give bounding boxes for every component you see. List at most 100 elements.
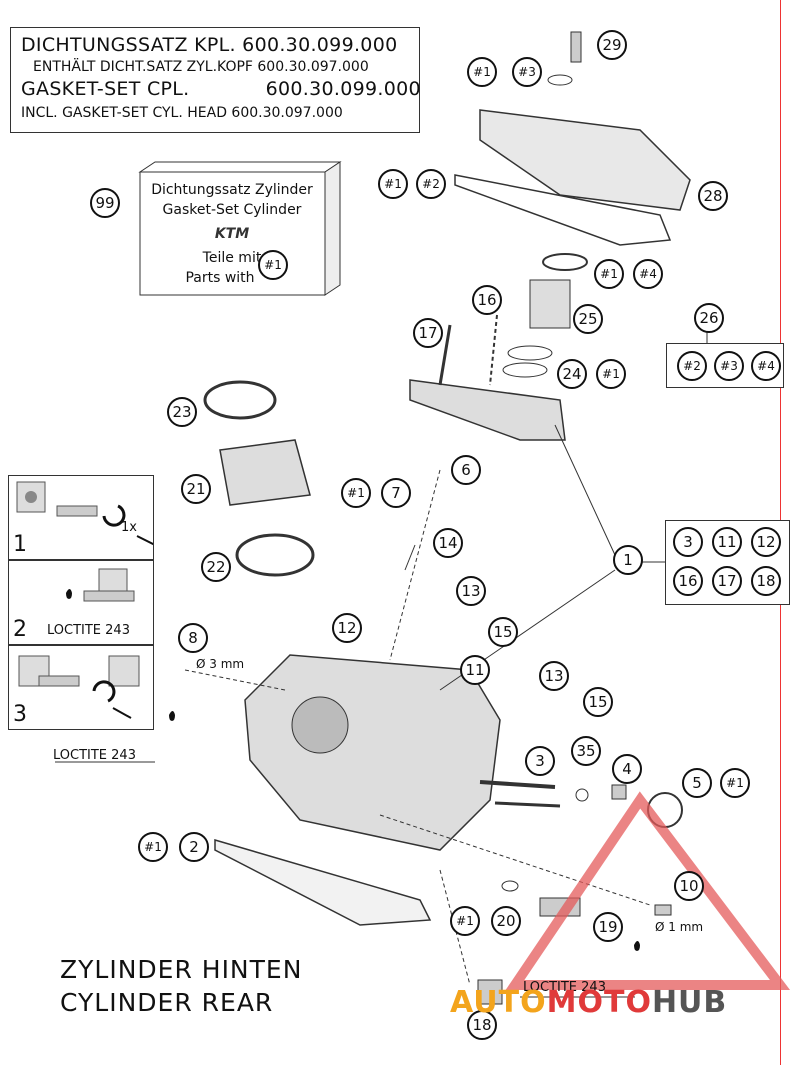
watermark-triangle [505,791,791,990]
callout-29: 29 [597,30,627,60]
callout-ref-1: #1 [720,768,750,798]
callout-11: 11 [460,655,490,685]
gasket-set-note-de: Teile mit [202,250,262,266]
callout-ref-1: #1 [450,906,480,936]
step-3-number: 3 [13,702,27,727]
leader-1a [554,424,616,556]
seal-ring [542,253,588,271]
group-1-item-3: 3 [673,527,703,557]
callout-5: 5 [682,768,712,798]
gasket-set-title-en: Gasket-Set Cylinder [162,202,302,218]
loctite-drop-left [169,711,175,721]
ktm-logo: KTM [214,226,250,242]
callout-2: 2 [179,832,209,862]
callout-13: 13 [456,576,486,606]
bolt-16 [489,314,498,386]
callout-15: 15 [583,687,613,717]
camshaft-bearing-bridge [409,379,566,441]
o-ring-35 [575,788,589,802]
watermark-hub: HUB [651,985,728,1020]
leader-14 [404,544,416,571]
leader-19 [379,814,651,906]
bolt-17 [438,324,452,386]
header-line-1: DICHTUNGSSATZ KPL. 600.30.099.000 [21,34,398,56]
callout-ref-2: #2 [416,169,446,199]
gasket-set-title-de: Dichtungssatz Zylinder [151,182,313,198]
intake-flange-21 [219,439,311,506]
callout-6: 6 [451,455,481,485]
diameter-3mm-label: Ø 3 mm [196,657,245,671]
callout-ref-1: #1 [138,832,168,862]
callout-23: 23 [167,397,197,427]
callout-ref-2: #2 [677,351,707,381]
callout-20: 20 [491,906,521,936]
step-3-box: 3 [8,645,154,730]
o-ring-24b [502,362,548,378]
callout-18: 18 [467,1010,497,1040]
step-1-number: 1 [13,532,27,557]
hose-clamp-22 [235,533,315,577]
loctite-drop-right [634,941,640,951]
washer-29 [547,74,573,86]
callout-12: 12 [332,613,362,643]
callout-ref-4: #4 [751,351,781,381]
callout-17: 17 [413,318,443,348]
callout-ref-4: #4 [633,259,663,289]
callout-35: 35 [571,736,601,766]
group-1-item-11: 11 [712,527,742,557]
callout-16: 16 [472,285,502,315]
callout-99: 99 [90,188,120,218]
step-1-box: 1 1x [8,475,158,560]
footer-title-de: ZYLINDER HINTEN [60,955,303,984]
o-ring-24a [507,345,553,361]
hose-clamp-23 [203,380,277,420]
leader-8 [184,669,286,691]
stud-3b [494,801,561,808]
step-2-box: 2 LOCTITE 243 [8,560,154,645]
leader-6 [389,469,441,661]
callout-28: 28 [698,181,728,211]
callout-26: 26 [694,303,724,333]
step-2-number: 2 [13,617,27,642]
loctite-left-label: LOCTITE 243 [53,748,136,763]
header-line-4: INCL. GASKET-SET CYL. HEAD 600.30.097.00… [21,105,343,121]
diameter-1mm-label: Ø 1 mm [655,920,704,934]
callout-24: 24 [557,359,587,389]
callout-ref-1-box: #1 [258,250,288,280]
footer-title-en: CYLINDER REAR [60,988,274,1017]
callout-ref-1: #1 [467,57,497,87]
callout-13: 13 [539,661,569,691]
callout-ref-3: #3 [512,57,542,87]
callout-22: 22 [201,552,231,582]
callout-ref-1: #1 [596,359,626,389]
valve-cover [479,109,691,211]
bolt-29 [570,31,582,63]
step-2-illustration [66,568,135,602]
watermark-logo: AUTOMOTOHUB [450,985,727,1020]
group-1-item-18: 18 [751,566,781,596]
gasket-set-note-en: Parts with [185,270,255,286]
header-line-2: ENTHÄLT DICHT.SATZ ZYL.KOPF 600.30.097.0… [33,59,369,75]
gasket-set-complete-box: DICHTUNGSSATZ KPL. 600.30.099.000 ENTHÄL… [10,27,421,133]
callout-21: 21 [181,474,211,504]
callout-15: 15 [488,617,518,647]
callout-7: 7 [381,478,411,508]
intake-port [291,696,349,754]
callout-ref-1: #1 [378,169,408,199]
plug-18 [477,979,503,1005]
callout-25: 25 [573,304,603,334]
group-1-item-12: 12 [751,527,781,557]
stud-3 [479,780,556,789]
callout-8: 8 [178,623,208,653]
cylinder-head-gasket [214,838,432,926]
valve-cover-gasket [454,174,672,246]
callout-ref-1: #1 [341,478,371,508]
group-1-item-17: 17 [712,566,742,596]
callout-3: 3 [525,746,555,776]
jet-10 [654,904,672,916]
callout-19: 19 [593,912,623,942]
watermark-moto: MOTO [546,985,652,1020]
watermark-auto: AUTO [450,985,547,1020]
callout-ref-3: #3 [714,351,744,381]
